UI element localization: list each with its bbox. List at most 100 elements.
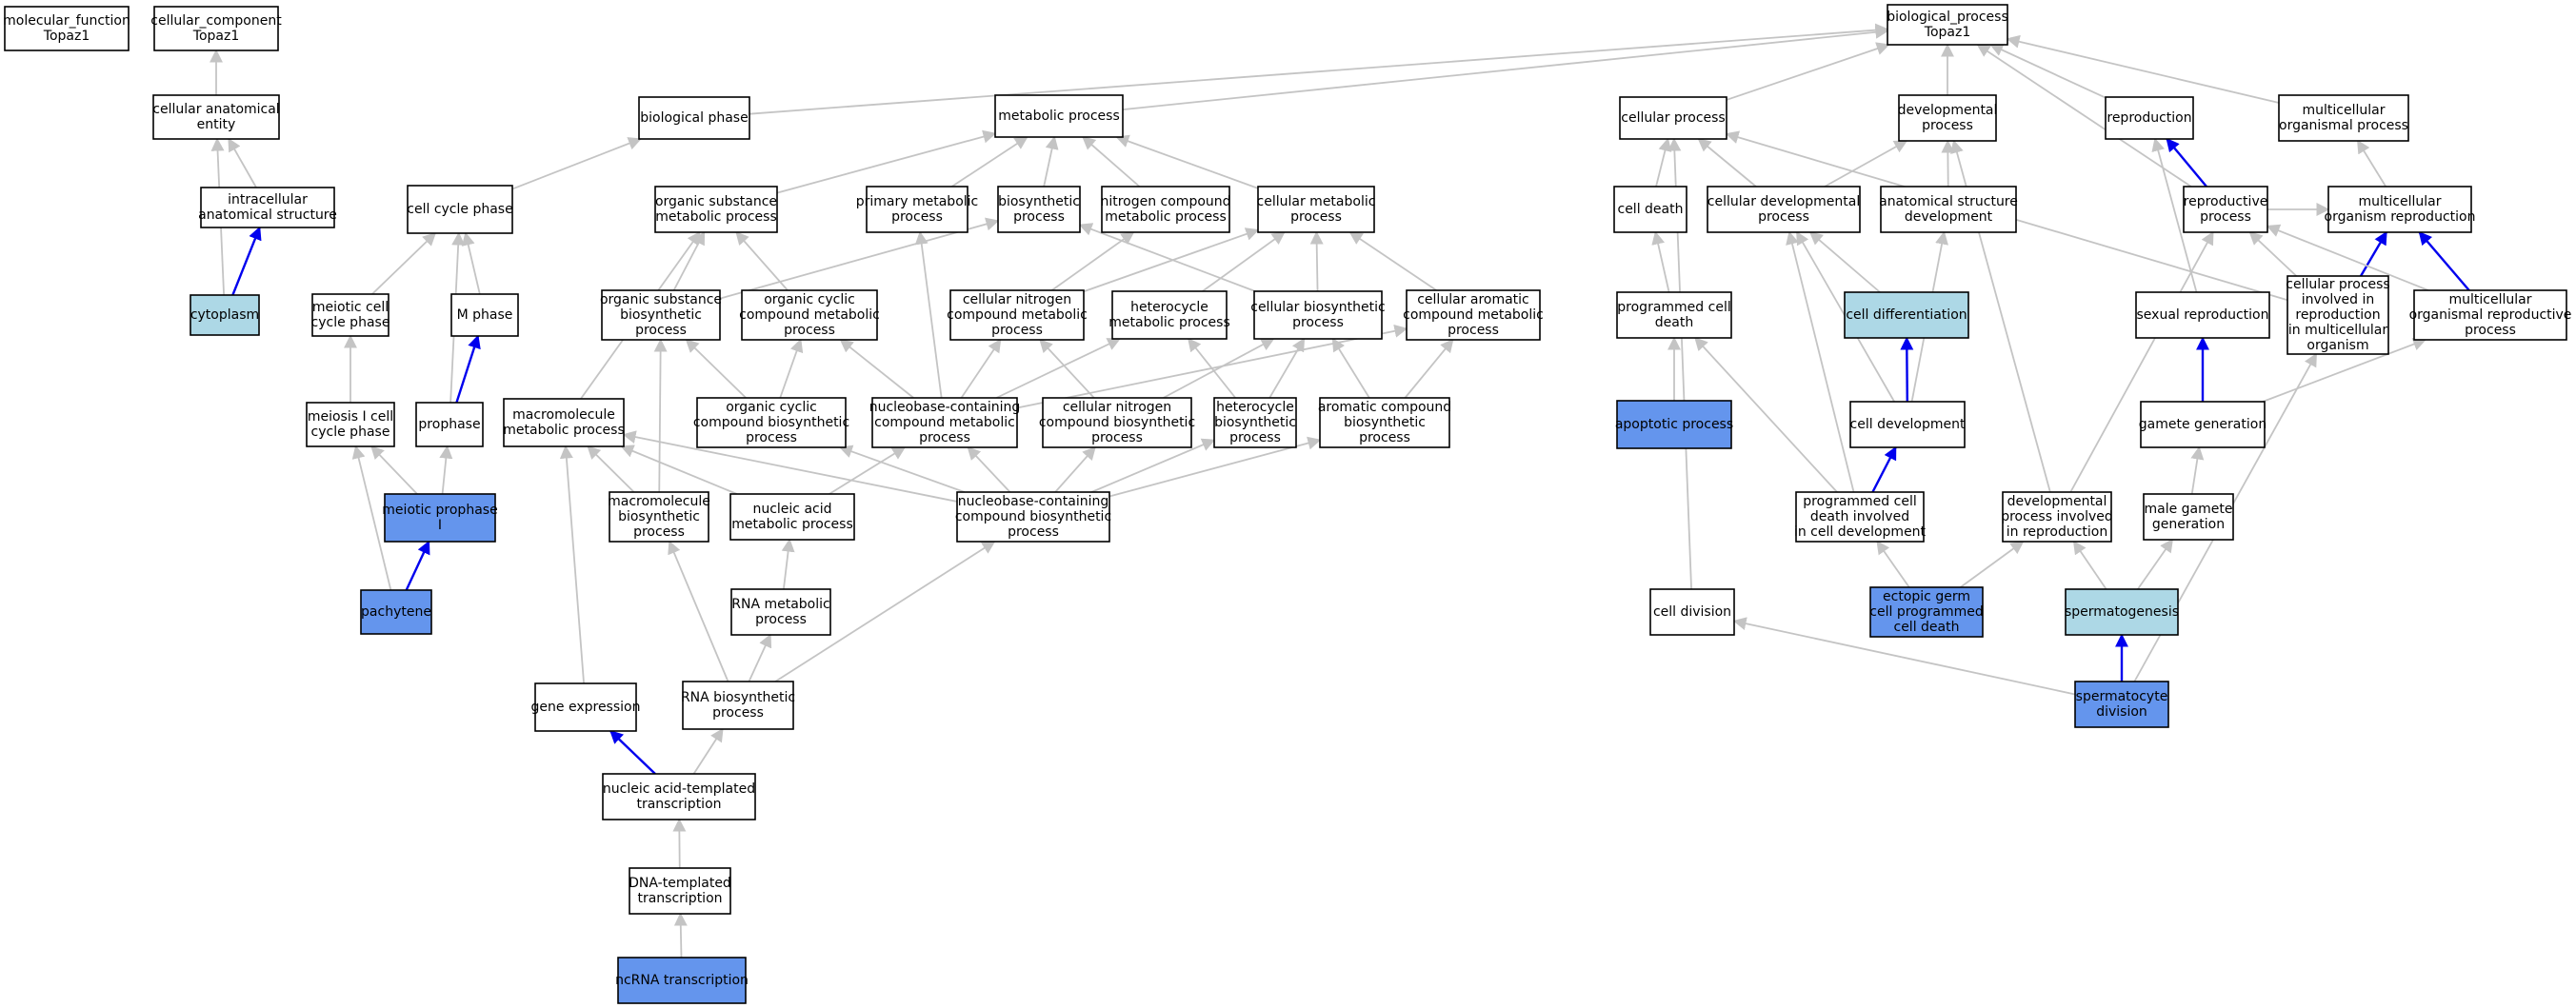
node-label-dpir: developmental: [2007, 494, 2107, 509]
node-label-mor: organism reproduction: [2325, 209, 2476, 225]
node-cp[interactable]: cellular process: [1619, 96, 1727, 140]
node-label-cncbp: process: [1091, 430, 1143, 445]
node-box-dpir: [2002, 491, 2112, 543]
node-label-mmp: macromolecule: [512, 407, 615, 423]
node-repro[interactable]: reproduction: [2105, 96, 2194, 140]
node-cyto[interactable]: cytoplasm: [190, 294, 260, 336]
node-apop[interactable]: apoptotic process: [1615, 400, 1733, 449]
node-label-egcpcd: cell death: [1894, 620, 1960, 635]
edge-mop-to-bp: [2006, 34, 2280, 104]
node-box-mmp: [503, 398, 625, 447]
edge-asd-to-dp: [1941, 139, 1955, 188]
node-ggen[interactable]: gamete generation: [2139, 401, 2266, 448]
node-pach[interactable]: pachytene: [360, 589, 432, 635]
node-label-cc: cellular_component: [150, 13, 282, 29]
node-label-morp: process: [2465, 323, 2516, 338]
node-cdiff[interactable]: cell differentiation: [1844, 291, 1969, 339]
node-box-natt: [602, 773, 756, 820]
edge-ncmp-to-metab: [1082, 136, 1141, 188]
node-cdiv[interactable]: cell division: [1649, 588, 1735, 636]
edge-cncmp-to-ncmp: [1051, 231, 1135, 291]
node-label-mphase: M phase: [457, 307, 513, 323]
node-label-pmp: process: [891, 209, 943, 225]
node-metab[interactable]: metabolic process: [994, 94, 1124, 138]
node-label-mccp: meiotic cell: [312, 300, 389, 315]
edge-mbp-to-mmp: [587, 445, 635, 493]
edge-ggen-to-morp: [2262, 337, 2427, 403]
node-label-rbp: RNA biosynthetic: [681, 690, 795, 705]
node-sperm[interactable]: spermatogenesis: [2065, 588, 2179, 636]
node-cdev[interactable]: cell development: [1849, 401, 1966, 448]
node-label-m1ccp: meiosis I cell: [308, 409, 393, 425]
node-box-mbp: [609, 491, 709, 543]
edge-pcdcd-to-cdp: [1786, 230, 1855, 493]
node-mphase[interactable]: M phase: [450, 293, 519, 337]
node-label-cncmp: process: [991, 323, 1043, 338]
node-bphase[interactable]: biological phase: [638, 96, 750, 140]
node-box-cpimo: [2286, 275, 2389, 355]
node-ncrna[interactable]: ncRNA transcription: [615, 957, 749, 1004]
node-cdeath[interactable]: cell death: [1613, 186, 1687, 233]
node-label-cdiv: cell division: [1653, 604, 1731, 620]
node-box-ggen: [2140, 401, 2266, 448]
node-ccp[interactable]: cell cycle phase: [407, 185, 513, 234]
node-gexp[interactable]: gene expression: [531, 682, 641, 732]
node-box-dtt: [629, 867, 731, 915]
node-label-dp: process: [1922, 118, 1973, 133]
node-label-nbccmp: compound metabolic: [874, 415, 1015, 430]
node-box-cbp: [1253, 290, 1383, 340]
node-label-cpimo: involved in: [2302, 292, 2375, 307]
edge-nbccbp-to-nbccmp: [967, 445, 1011, 493]
node-label-occmp: organic cyclic: [764, 292, 855, 307]
node-proph[interactable]: prophase: [415, 402, 484, 447]
node-label-mbp: process: [633, 524, 685, 540]
node-srepro[interactable]: sexual reproduction: [2135, 291, 2270, 339]
